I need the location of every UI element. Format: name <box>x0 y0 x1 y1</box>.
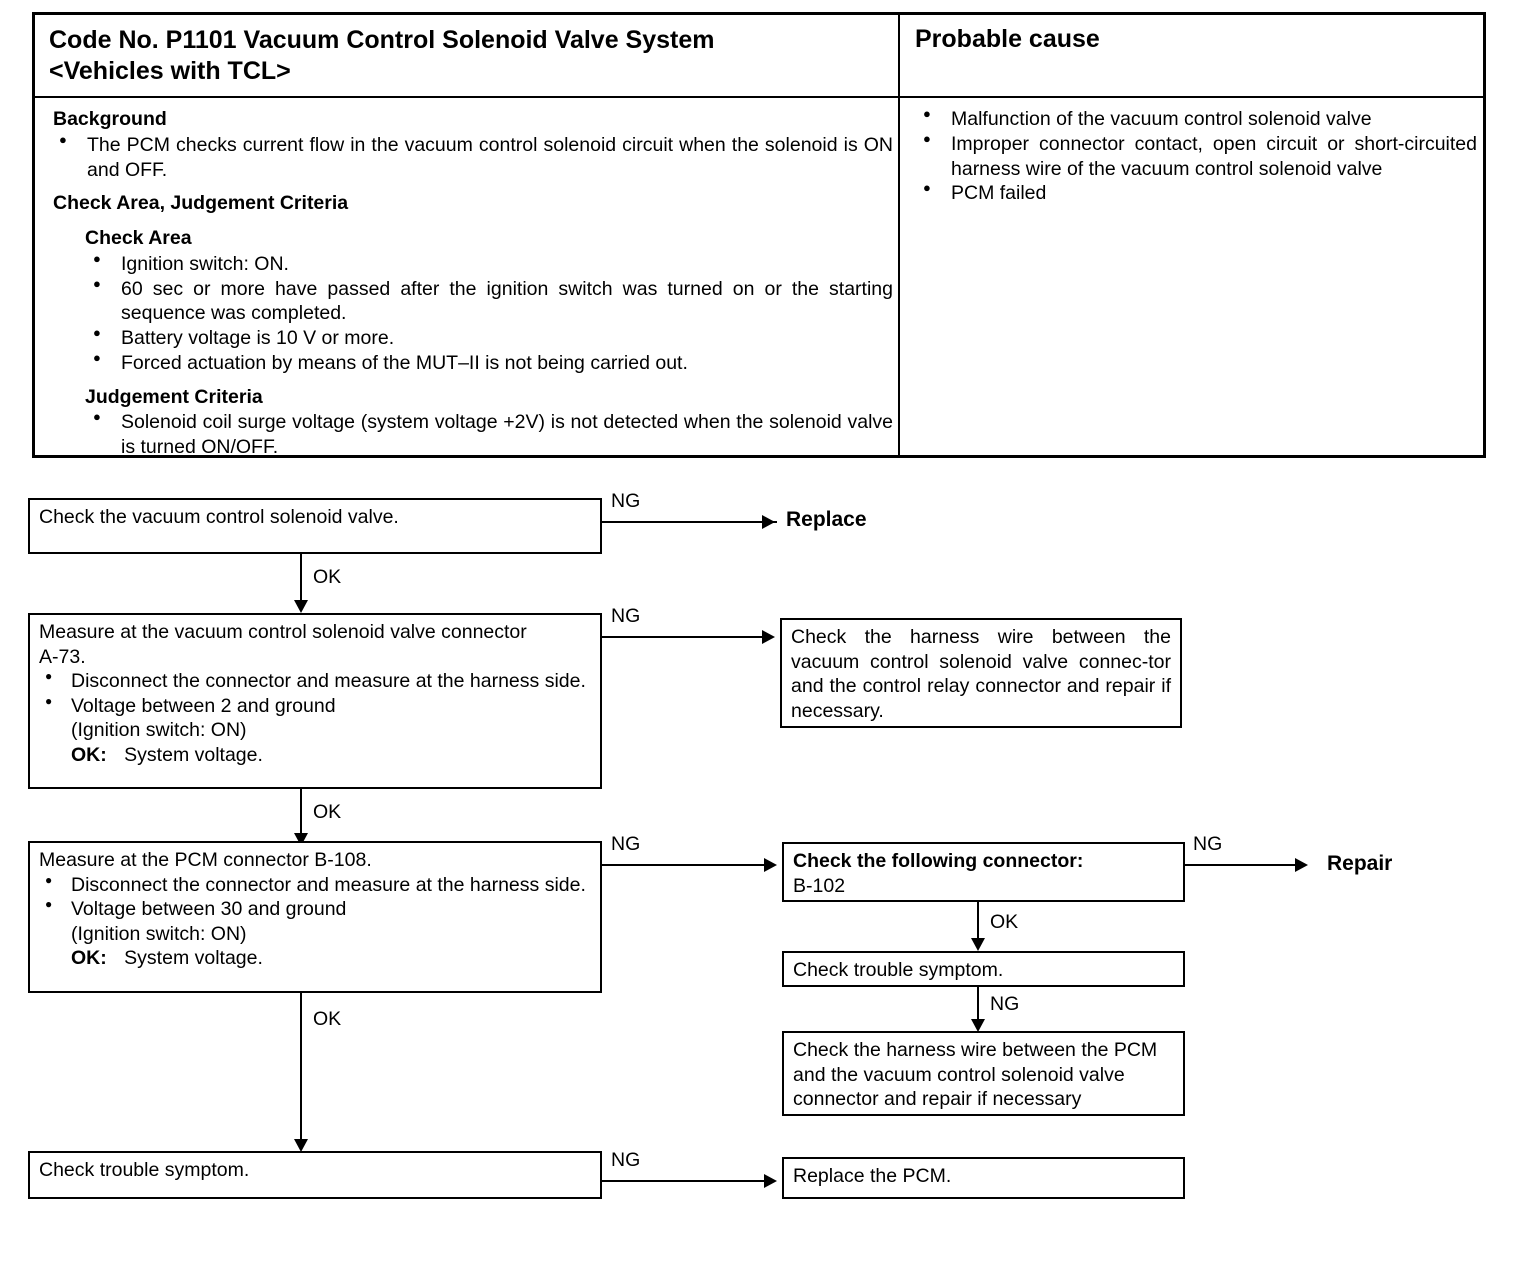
flow-box-subline: (Ignition switch: ON) <box>71 922 247 945</box>
branch-label-ok: OK <box>313 566 342 588</box>
flow-box-check-following-connector[interactable]: Check the following connector: B-102 <box>782 842 1185 902</box>
flow-box-ok-value: System voltage. <box>124 743 263 766</box>
connector-line-step2-ng <box>602 636 762 638</box>
list-item: Improper connector contact, open circuit… <box>917 131 1477 182</box>
arrow-down-icon <box>971 1019 985 1032</box>
judgement-heading: Judgement Criteria <box>85 385 263 408</box>
terminal-replace: Replace <box>786 508 867 531</box>
list-item: PCM failed <box>917 180 1477 206</box>
background-list: The PCM checks current flow in the vacuu… <box>53 132 893 183</box>
list-item: Voltage between 2 and ground <box>39 694 591 719</box>
arrow-down-icon <box>971 938 985 951</box>
flow-box-title-line1: Measure at the vacuum control solenoid v… <box>39 621 527 643</box>
code-title-line1: Code No. P1101 Vacuum Control Solenoid V… <box>49 26 715 54</box>
list-item: Voltage between 30 and ground <box>39 897 591 922</box>
connector-line-bottom-ng <box>602 1180 764 1182</box>
branch-label-ng: NG <box>611 1149 641 1171</box>
list-item: Disconnect the connector and measure at … <box>39 873 591 898</box>
criteria-heading: Check Area, Judgement Criteria <box>53 192 349 215</box>
arrow-right-icon <box>762 630 775 644</box>
list-item: Battery voltage is 10 V or more. <box>85 325 893 351</box>
flow-box-ok-value: System voltage. <box>124 947 263 970</box>
flow-box-subline: (Ignition switch: ON) <box>71 719 247 742</box>
arrow-down-icon <box>294 1139 308 1152</box>
arrow-down-icon <box>294 600 308 613</box>
code-title: Code No. P1101 Vacuum Control Solenoid V… <box>49 25 889 86</box>
flow-box-replace-pcm[interactable]: Replace the PCM. <box>782 1157 1185 1199</box>
branch-label-ok: OK <box>313 801 342 823</box>
flow-box-text: Check the harness wire between the vacuu… <box>791 626 1171 722</box>
list-item: Solenoid coil surge voltage (system volt… <box>85 409 893 460</box>
list-item: Forced actuation by means of the MUT–II … <box>85 350 893 376</box>
table-vertical-divider <box>898 15 900 455</box>
flow-box-text: Check trouble symptom. <box>793 959 1004 981</box>
connector-line-step1-ok <box>300 554 302 608</box>
branch-label-ng: NG <box>611 833 641 855</box>
branch-label-ok: OK <box>313 1008 342 1030</box>
flow-box-measure-pcm-connector[interactable]: Measure at the PCM connector B-108. Disc… <box>28 841 602 993</box>
table-header-divider-right <box>900 96 1483 98</box>
flow-box-text: Replace the PCM. <box>793 1165 952 1187</box>
check-area-list: Ignition switch: ON. 60 sec or more have… <box>85 251 893 376</box>
judgement-list: Solenoid coil surge voltage (system volt… <box>85 409 893 460</box>
branch-label-ok: OK <box>990 911 1019 933</box>
flow-box-check-solenoid-valve[interactable]: Check the vacuum control solenoid valve. <box>28 498 602 554</box>
flow-box-ok-prefix: OK: <box>71 743 107 766</box>
flow-box-value: B-102 <box>793 874 846 897</box>
probable-cause-details: Malfunction of the vacuum control soleno… <box>917 106 1477 206</box>
list-item: The PCM checks current flow in the vacuu… <box>53 132 893 183</box>
connector-line-connector-ng <box>1185 864 1297 866</box>
diagnosis-details: Background The PCM checks current flow i… <box>53 107 893 460</box>
branch-label-ng: NG <box>611 605 641 627</box>
flow-box-title-line2: A-73. <box>39 645 86 668</box>
connector-line-step2-ok <box>300 789 302 839</box>
list-item: 60 sec or more have passed after the ign… <box>85 276 893 327</box>
code-title-line2: <Vehicles with TCL> <box>49 56 291 85</box>
flow-box-ok-prefix: OK: <box>71 947 107 970</box>
terminal-repair: Repair <box>1327 852 1393 875</box>
background-heading: Background <box>53 108 167 130</box>
connector-line-step1-ng <box>602 521 777 523</box>
flow-box-title-line1: Measure at the PCM connector B-108. <box>39 849 372 871</box>
connector-line-connector-ok <box>977 902 979 944</box>
connector-line-step3-ng <box>602 864 764 866</box>
flow-box-title: Check the following connector: <box>793 850 1084 872</box>
check-area-heading: Check Area <box>85 227 192 249</box>
flow-box-check-trouble-symptom-right[interactable]: Check trouble symptom. <box>782 951 1185 987</box>
branch-label-ng: NG <box>1193 833 1223 855</box>
flow-box-text: Check trouble symptom. <box>39 1159 250 1181</box>
branch-label-ng: NG <box>990 993 1020 1015</box>
flow-box-list: Disconnect the connector and measure at … <box>39 669 591 718</box>
list-item: Malfunction of the vacuum control soleno… <box>917 106 1477 132</box>
probable-cause-list: Malfunction of the vacuum control soleno… <box>917 106 1477 206</box>
flow-box-check-trouble-symptom-bottom[interactable]: Check trouble symptom. <box>28 1151 602 1199</box>
flow-box-measure-solenoid-connector[interactable]: Measure at the vacuum control solenoid v… <box>28 613 602 789</box>
flow-box-text: Check the vacuum control solenoid valve. <box>39 506 399 528</box>
diagnostic-code-table: Code No. P1101 Vacuum Control Solenoid V… <box>32 12 1486 458</box>
list-item: Ignition switch: ON. <box>85 251 893 277</box>
table-header-divider-left <box>35 96 898 98</box>
list-item: Disconnect the connector and measure at … <box>39 669 591 694</box>
flow-box-text: Check the harness wire between the PCM a… <box>793 1039 1158 1111</box>
flow-box-check-harness-pcm[interactable]: Check the harness wire between the PCM a… <box>782 1031 1185 1116</box>
arrow-right-icon <box>764 1174 777 1188</box>
connector-line-trouble-ng <box>977 987 979 1025</box>
flow-box-list: Disconnect the connector and measure at … <box>39 873 591 922</box>
arrow-right-icon <box>764 858 777 872</box>
flow-box-check-harness-control-relay[interactable]: Check the harness wire between the vacuu… <box>780 618 1182 728</box>
arrow-right-icon <box>1295 858 1308 872</box>
connector-line-step3-ok <box>300 993 302 1145</box>
arrow-right-icon <box>762 515 775 529</box>
branch-label-ng: NG <box>611 490 641 512</box>
probable-cause-title: Probable cause <box>915 25 1100 53</box>
